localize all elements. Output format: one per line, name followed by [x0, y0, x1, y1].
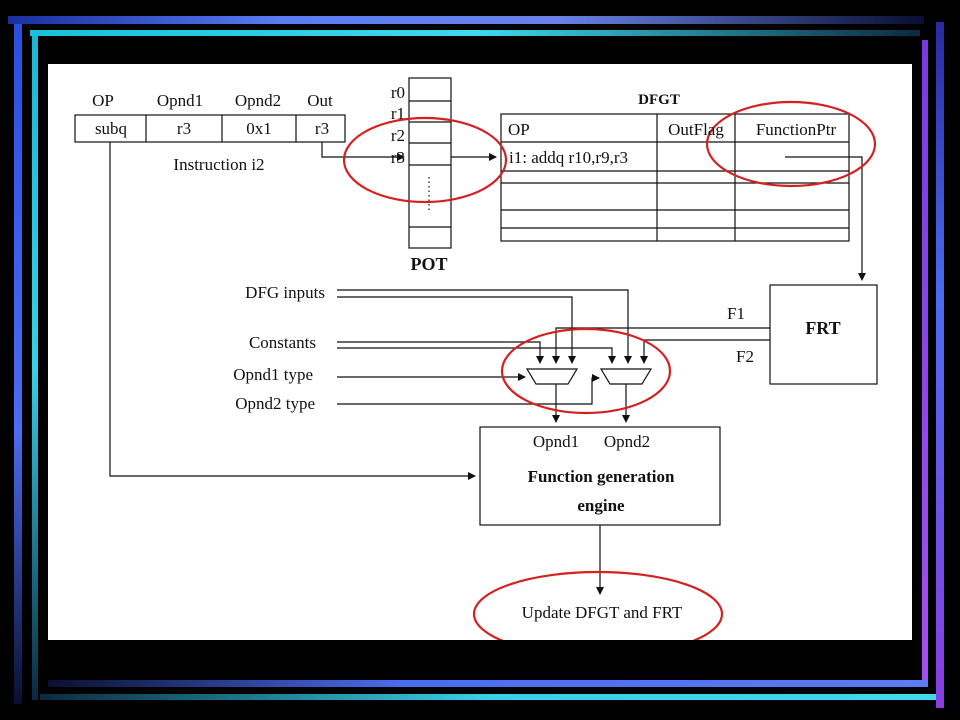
top-frame-bar-inner [30, 30, 920, 36]
instruction-table [74, 114, 346, 143]
pot-register-r2: r2 [390, 126, 405, 145]
opnd1-type-label: Opnd1 type [233, 365, 313, 384]
diagram-wires [74, 77, 878, 640]
highlight-update-ellipse [472, 570, 724, 640]
bottom-frame-bar-inner [40, 694, 936, 700]
dfgt-header-op: OP [508, 120, 530, 139]
frt-box [769, 284, 878, 385]
dfgt-row-1-op: i1: addq r10,r9,r3 [509, 148, 628, 167]
right-frame-bar-outer [936, 22, 944, 708]
frt-label: FRT [805, 318, 841, 338]
right-frame-bar-inner [922, 40, 928, 680]
mux-opnd1 [525, 368, 579, 385]
frt-output-f2: F2 [736, 347, 754, 366]
pot-table [408, 77, 452, 249]
bottom-frame-bar-outer [48, 680, 928, 687]
pot-register-r1: r1 [390, 104, 405, 123]
highlight-pot-ellipse [342, 116, 508, 204]
pot-label: POT [410, 254, 448, 274]
dfgt-header-functionptr: FunctionPtr [755, 120, 837, 139]
constants-label: Constants [248, 333, 316, 352]
instr-header-opnd1: Opnd1 [156, 91, 204, 110]
dfgt-header-outflag: OutFlag [668, 120, 724, 139]
dfgt-title: DFGT [638, 92, 680, 108]
highlight-mux-ellipse [500, 327, 672, 415]
engine-opnd1-label: Opnd1 [532, 432, 580, 451]
pot-register-r3: r3 [390, 148, 405, 167]
instr-header-opnd2: Opnd2 [234, 91, 282, 110]
instr-cell-op: subq [94, 119, 128, 138]
left-frame-bar-inner [32, 36, 38, 700]
mux-opnd2 [599, 368, 653, 385]
highlight-functionptr-ellipse [705, 100, 877, 188]
engine-title-line2: engine [577, 496, 625, 515]
instr-cell-opnd1: r3 [176, 119, 192, 138]
instr-header-op: OP [92, 91, 114, 110]
pot-register-r0: r0 [390, 83, 405, 102]
update-label: Update DFGT and FRT [521, 603, 683, 622]
opnd2-type-label: Opnd2 type [235, 394, 315, 413]
frt-output-f1: F1 [727, 304, 745, 323]
dfg-inputs-label: DFG inputs [245, 283, 325, 302]
left-frame-bar-outer [14, 24, 22, 704]
instruction-caption: Instruction i2 [173, 155, 265, 174]
top-frame-bar-outer [8, 16, 924, 24]
instr-header-out: Out [307, 91, 333, 110]
instr-cell-out: r3 [314, 119, 330, 138]
dfgt-table [500, 113, 850, 242]
engine-opnd2-label: Opnd2 [603, 432, 651, 451]
instr-cell-opnd2: 0x1 [246, 119, 272, 138]
diagram-panel: OP Opnd1 Opnd2 Out subq r3 0x1 r3 Instru… [48, 64, 912, 640]
engine-title-line1: Function generation [527, 467, 675, 486]
